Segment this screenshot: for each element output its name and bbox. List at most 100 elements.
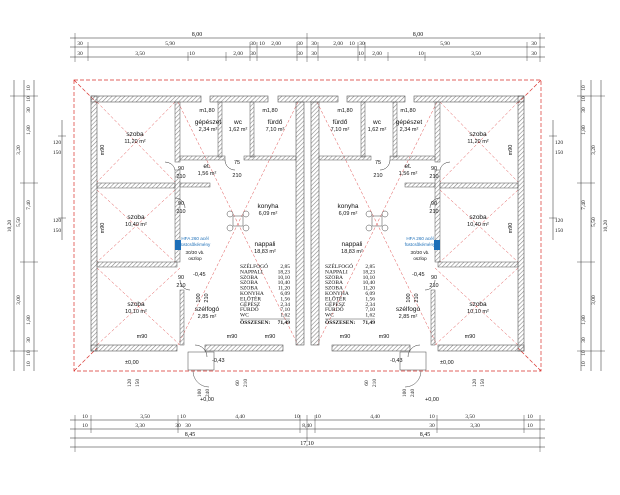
dim-label: 3,50	[140, 414, 150, 420]
room-area: 10,40 m²	[467, 222, 489, 228]
room-area: 7,10 m²	[266, 127, 285, 133]
dim-bottom-row1: 10 3,50 10 4,40 10 10 4,40 10 3,50 10	[82, 414, 533, 420]
dim-label: 10	[26, 350, 32, 356]
dim-label: 30	[77, 51, 83, 57]
dim-label: 120	[555, 140, 564, 146]
dim-label: 30	[581, 337, 587, 343]
dim-label: 10	[527, 414, 533, 420]
window-label: m90	[340, 334, 351, 340]
area-table-value: 1,56	[280, 296, 290, 302]
area-table-value: 1,62	[365, 313, 375, 319]
window-label: m90	[100, 223, 106, 234]
dim-label: 120	[472, 379, 478, 388]
outer-walls	[90, 95, 525, 352]
heater-note: oszlop	[188, 256, 202, 261]
dim-bottom-half-right: 8,45	[420, 432, 431, 438]
room-area: 7,10 m²	[331, 127, 350, 133]
room-area: 18,83 m²	[254, 249, 276, 255]
area-table-label: WC	[240, 313, 249, 319]
door-label: 210	[232, 173, 241, 179]
room-area: 2,85 m²	[198, 314, 217, 320]
area-table-label: WC	[325, 313, 334, 319]
dim-bottom-row2: 10 3,30 30 30 8,40 30 3,30 10	[82, 423, 533, 429]
room-area: 1,62 m²	[368, 127, 387, 133]
dim-label: 10	[26, 85, 32, 91]
door-label: 210	[176, 283, 185, 289]
dim-label: 3,30	[470, 423, 480, 429]
level-markers: -0,45 -0,45 -0,43 -0,43 ±0,00 ±0,00 +0,0…	[125, 272, 454, 403]
dim-label: 240	[410, 389, 416, 398]
heater-left: HFA 260 acél füstcsõkémény 30/30 vb. osz…	[175, 236, 211, 261]
area-table-total-label: ÖSSZESEN:	[240, 319, 270, 326]
dim-label: 10	[527, 423, 533, 429]
level-label: -0,45	[193, 272, 206, 278]
dim-top-total-right: 8,00	[413, 32, 424, 38]
dim-label: 5,50	[591, 217, 597, 227]
dim-label: 150	[480, 379, 486, 388]
heater-note: 30/30 vb.	[411, 250, 430, 255]
dim-label: 10	[349, 41, 355, 47]
room-name: nappali	[255, 241, 276, 248]
dim-label: 10	[259, 41, 265, 47]
dim-label: 1,80	[581, 125, 587, 135]
heater-note: HFA 260 acél	[181, 236, 208, 241]
dim-label: 120	[53, 140, 62, 146]
area-table-value: 1,56	[365, 296, 375, 302]
area-table-value: 6,09	[365, 291, 375, 297]
dim-right: 10 10 30 1,80 3,20 7,40 5,50 3,00 1,80 3…	[555, 85, 609, 367]
dim-label: 60	[364, 380, 370, 386]
door-label: 100	[196, 293, 202, 302]
door-label: 90	[178, 275, 184, 281]
dim-label: 1,80	[26, 125, 32, 135]
area-table-label: ELŐTÉR	[240, 294, 261, 302]
door-label: 75	[375, 160, 381, 166]
heater-note: füstcsõkémény	[180, 242, 211, 247]
room-area: 1,62 m²	[229, 127, 248, 133]
area-table-total-value: 71,49	[278, 320, 291, 326]
area-table-label: FÜRDŐ	[325, 305, 344, 313]
room-area: 1,56 m²	[399, 171, 418, 177]
room-name: szoba	[126, 131, 144, 138]
window-label: m1,80	[262, 108, 277, 114]
area-table-total-label: ÖSSZESEN:	[325, 319, 355, 326]
dim-label: 10	[429, 414, 435, 420]
dim-label: 120	[555, 218, 564, 224]
window-label: m90	[265, 334, 276, 340]
area-table-value: 10,10	[363, 275, 376, 281]
area-table-label: SZOBA	[325, 280, 343, 286]
dim-label: 150	[135, 379, 141, 388]
door-label: 210	[429, 283, 438, 289]
door-label: 90	[431, 166, 437, 172]
dim-label: 10	[418, 51, 424, 57]
room-area: 2,85 m²	[399, 314, 418, 320]
dim-top-row1: 30 5,90 30 10 2,00 30 30 2,00 10 30 5,90…	[77, 41, 537, 47]
area-table-label: SZOBA	[240, 275, 258, 281]
dim-label: 2,00	[372, 51, 382, 57]
dim-label: 5,90	[165, 41, 175, 47]
area-table-label: FÜRDŐ	[240, 305, 259, 313]
dim-label: 10	[189, 51, 195, 57]
area-table-label: GÉPÉSZ	[325, 300, 346, 308]
dim-label: 2,00	[271, 41, 281, 47]
dim-label: 30	[185, 423, 191, 429]
dim-label: 30	[311, 41, 317, 47]
dim-bottom-total: 17,10	[300, 441, 314, 447]
room-name: szoba	[469, 301, 487, 308]
door-label: 100	[406, 293, 412, 302]
dim-label: 2,00	[333, 41, 343, 47]
window-label: m90	[227, 334, 238, 340]
window-label: m90	[100, 145, 106, 156]
room-name: szoba	[469, 214, 487, 221]
level-label: +0,00	[200, 397, 214, 403]
area-table-value: 7,10	[280, 307, 290, 313]
heater-note: 30/30 vb.	[186, 250, 205, 255]
dim-label: 3,50	[471, 51, 481, 57]
dim-label: 4,40	[370, 414, 380, 420]
dim-top-row2: 30 3,50 10 2,00 30 30 30 10 2,00 10 3,50…	[77, 51, 537, 57]
area-table-value: 7,10	[365, 307, 375, 313]
dim-label: 30	[531, 51, 537, 57]
dim-label: 3,50	[465, 414, 475, 420]
dim-label: 10	[82, 414, 88, 420]
